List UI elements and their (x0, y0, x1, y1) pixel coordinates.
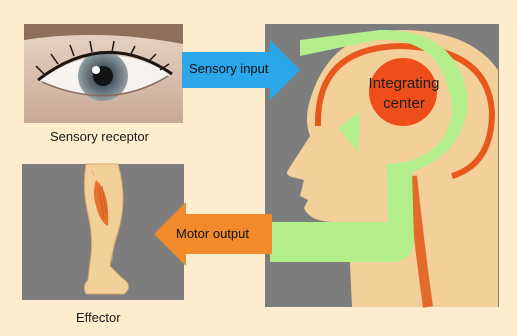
sensory-input-label: Sensory input (189, 61, 269, 76)
motor-output-label: Motor output (176, 226, 249, 241)
sensory-receptor-label: Sensory receptor (50, 129, 149, 144)
integrating-center-line-1: Integrating (356, 74, 452, 94)
sensory-receptor-eye-image (24, 24, 183, 123)
integrating-center-line-2: center (356, 94, 452, 114)
integrating-center-label: Integrating center (356, 74, 452, 114)
effector-label: Effector (76, 310, 121, 325)
